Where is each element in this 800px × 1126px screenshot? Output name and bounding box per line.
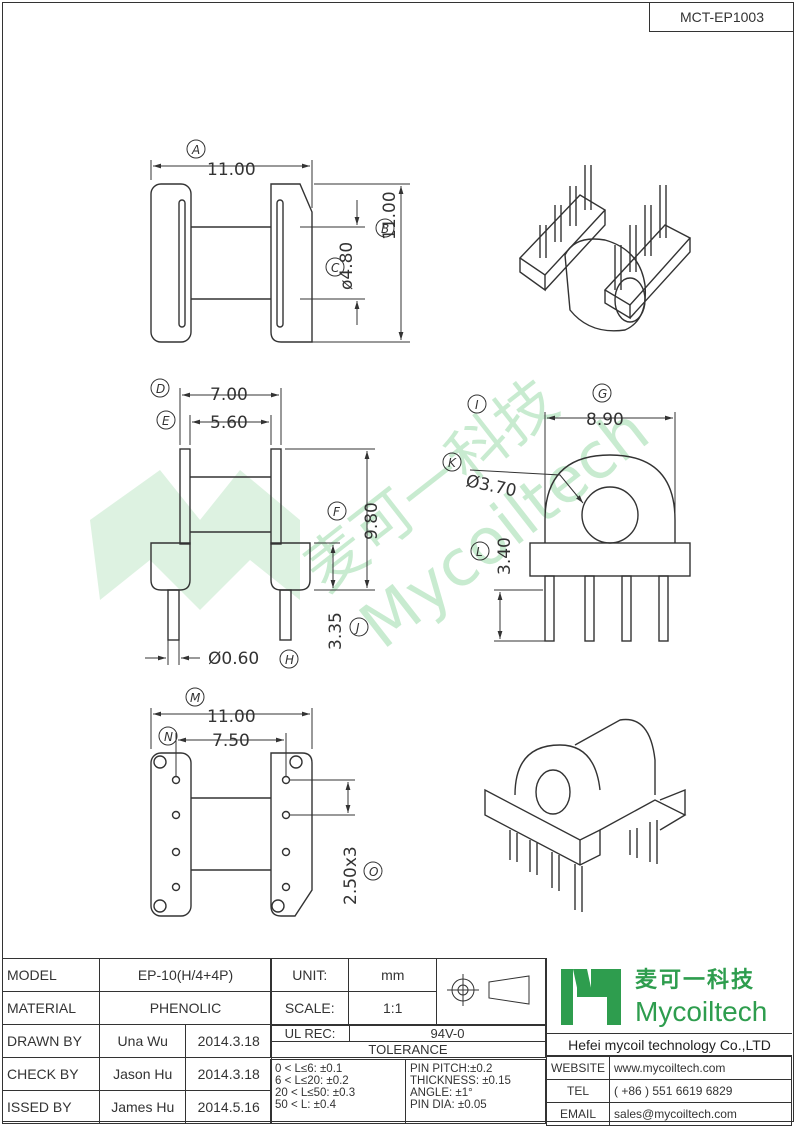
issued-label: ISSED BY <box>2 1090 100 1124</box>
title-block-middle: UNIT: mm SCALE: 1:1 <box>269 958 547 1025</box>
tel-label: TEL <box>545 1079 611 1103</box>
website-link[interactable]: www.mycoiltech.com <box>609 1056 792 1080</box>
side-view <box>469 412 691 642</box>
dim-O: 2.50x3 <box>341 846 361 905</box>
tol-line: 20 < L≤50: ±0.3 <box>275 1087 356 1099</box>
callout-H: H <box>285 653 294 667</box>
pin-line: PIN DIA: ±0.05 <box>410 1099 487 1111</box>
watermark-logo <box>90 470 300 610</box>
email-label: EMAIL <box>545 1102 611 1126</box>
callout-L: L <box>476 545 483 559</box>
tol-line: 50 < L: ±0.4 <box>275 1099 336 1111</box>
ul-label: UL REC: <box>270 1025 350 1042</box>
drawn-name: Una Wu <box>98 1024 187 1058</box>
scale-value: 1:1 <box>348 991 437 1025</box>
tolerance-label: TOLERANCE <box>270 1041 546 1058</box>
unit-label: UNIT: <box>269 958 350 992</box>
callout-E: E <box>162 414 170 428</box>
projection-symbol <box>435 958 547 1025</box>
ul-row: UL REC: 94V-0 TOLERANCE <box>270 1025 546 1058</box>
logo-cn: 麦可一科技 <box>635 968 756 993</box>
tolerance-table: 0 < L≤6: ±0.1 6 < L≤20: ±0.2 20 < L≤50: … <box>270 1059 546 1124</box>
dim-L: 3.40 <box>495 537 515 575</box>
model-value: EP-10(H/4+4P) <box>99 958 272 992</box>
pin-tolerance-lines: PIN PITCH:±0.2 THICKNESS: ±0.15 ANGLE: ±… <box>405 1059 546 1124</box>
scale-label: SCALE: <box>269 991 350 1025</box>
dim-J: 3.35 <box>326 612 346 650</box>
model-label: MODEL <box>2 958 100 992</box>
email-link[interactable]: sales@mycoiltech.com <box>609 1102 792 1126</box>
iso-view-bottom <box>484 718 687 912</box>
callout-M: M <box>190 691 201 705</box>
check-label: CHECK BY <box>2 1057 100 1091</box>
tol-line: 0 < L≤6: ±0.1 <box>275 1063 343 1075</box>
issued-date: 2014.5.16 <box>185 1090 272 1124</box>
callout-B: B <box>381 222 389 236</box>
company-name: Hefei mycoil technology Co.,LTD <box>546 1034 792 1056</box>
logo-en: Mycoiltech <box>635 996 768 1027</box>
dim-F: 9.80 <box>362 502 382 540</box>
watermark: 麦可一科技 Mycoiltech <box>292 366 663 664</box>
front-view <box>145 388 375 665</box>
mycoiltech-logo-icon <box>561 969 621 1025</box>
technical-drawing: 麦可一科技 Mycoiltech <box>90 139 692 917</box>
check-date: 2014.3.18 <box>185 1057 272 1091</box>
tel-value: ( +86 ) 551 6619 6829 <box>609 1079 792 1103</box>
callout-D: D <box>156 382 165 396</box>
dim-C: ø4.80 <box>337 242 357 290</box>
callout-K: K <box>448 456 457 470</box>
tol-line: 6 < L≤20: ±0.2 <box>275 1075 349 1087</box>
material-value: PHENOLIC <box>99 991 272 1025</box>
check-name: Jason Hu <box>98 1057 187 1091</box>
dim-G: 8.90 <box>586 410 624 430</box>
dim-D: 7.00 <box>210 385 248 405</box>
drawn-label: DRAWN BY <box>2 1024 100 1058</box>
dim-N: 7.50 <box>212 731 250 751</box>
pin-line: ANGLE: ±1° <box>410 1087 473 1099</box>
callout-O: O <box>369 865 378 879</box>
drawing-number: MCT-EP1003 <box>649 2 794 32</box>
dim-A: 11.00 <box>207 160 256 180</box>
dim-H: Ø0.60 <box>208 649 259 669</box>
callout-A: A <box>191 143 200 157</box>
dim-M: 11.00 <box>207 707 256 727</box>
unit-value: mm <box>348 958 437 992</box>
title-block-left: MODEL EP-10(H/4+4P) MATERIAL PHENOLIC DR… <box>2 958 272 1124</box>
pin-line: THICKNESS: ±0.15 <box>410 1075 511 1087</box>
issued-name: James Hu <box>98 1090 187 1124</box>
drawn-date: 2014.3.18 <box>185 1024 272 1058</box>
logo-box: 麦可一科技 Mycoiltech <box>546 958 792 1034</box>
callout-C: C <box>331 261 340 275</box>
callout-I: I <box>475 398 479 412</box>
title-block: MODEL EP-10(H/4+4P) MATERIAL PHENOLIC DR… <box>2 958 794 1126</box>
iso-view-top <box>518 165 692 332</box>
callout-G: G <box>598 387 607 401</box>
dim-E: 5.60 <box>210 413 248 433</box>
callout-J: J <box>354 621 360 635</box>
material-label: MATERIAL <box>2 991 100 1025</box>
contact-table: WEBSITE www.mycoiltech.com TEL ( +86 ) 5… <box>545 1056 792 1126</box>
top-view <box>150 160 410 343</box>
tolerance-lines: 0 < L≤6: ±0.1 6 < L≤20: ±0.2 20 < L≤50: … <box>270 1059 406 1124</box>
callout-N: N <box>164 730 173 744</box>
dim-B: 11.00 <box>380 191 400 240</box>
website-label: WEBSITE <box>545 1056 611 1080</box>
projection-icon <box>446 974 530 1006</box>
bottom-view <box>150 708 355 917</box>
ul-value: 94V-0 <box>349 1025 546 1042</box>
callout-F: F <box>333 505 341 519</box>
pin-line: PIN PITCH:±0.2 <box>410 1063 493 1075</box>
